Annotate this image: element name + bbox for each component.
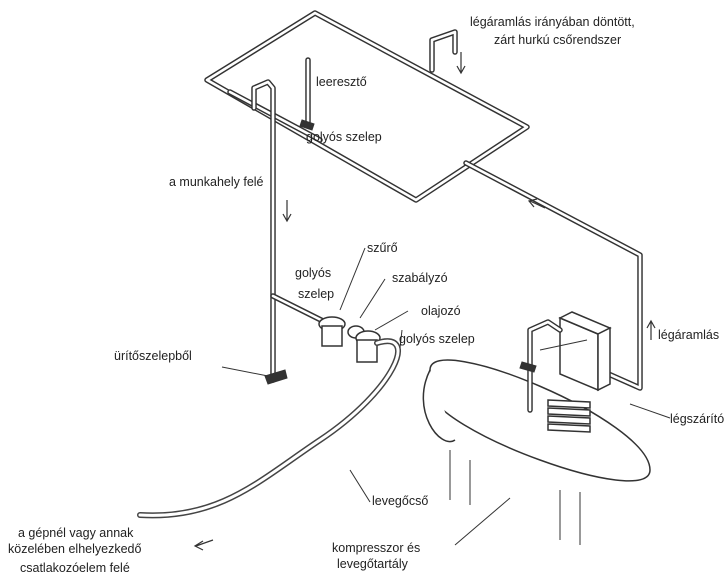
label-hose: levegőcső — [372, 494, 428, 508]
label-ball-valve-mid-1: golyós — [295, 266, 331, 280]
flow-arrow-icon — [456, 52, 466, 75]
label-system-2: zárt hurkú csőrendszer — [494, 33, 621, 47]
drain-valve-icon — [264, 369, 288, 385]
label-airflow: légáramlás — [658, 328, 719, 342]
ball-valve-right-icon — [519, 361, 537, 373]
label-regulator: szabályzó — [392, 271, 448, 285]
label-machine-3: csatlakozóelem felé — [20, 561, 130, 575]
label-drain-valve: ürítőszelepből — [114, 349, 192, 363]
label-ball-valve-right: golyós szelep — [399, 332, 475, 346]
label-dryer: légszárító — [670, 412, 724, 426]
compressor-fins-icon — [547, 399, 591, 433]
label-tank-2: levegőtartály — [337, 557, 409, 571]
tank-body — [429, 359, 651, 482]
compressor-tank — [422, 311, 651, 545]
frl-branch — [270, 293, 381, 363]
hose-arrow-icon — [193, 539, 214, 551]
leader-lines — [221, 247, 671, 546]
label-machine-1: a gépnél vagy annak — [18, 526, 134, 540]
labels: légáramlás irányában döntött, zárt hurkú… — [8, 15, 724, 575]
label-lubricator: olajozó — [421, 304, 461, 318]
label-drain: leeresztő — [316, 75, 367, 89]
up-arrow-icon — [646, 319, 656, 340]
down-arrow-icon — [282, 200, 292, 223]
top-riser — [429, 29, 466, 75]
flow-arrow-left-icon — [527, 198, 546, 209]
label-system-1: légáramlás irányában döntött, — [470, 15, 635, 29]
label-filter: szűrő — [367, 241, 398, 255]
label-machine-2: közelében elhelyezkedő — [8, 542, 141, 556]
label-to-workplace: a munkahely felé — [169, 175, 264, 189]
drain-leg — [299, 57, 315, 131]
workplace-drop — [251, 79, 292, 385]
ball-valve-top-icon — [299, 119, 315, 131]
air-hose — [137, 338, 401, 551]
label-ball-valve-top: golyós szelep — [306, 130, 382, 144]
label-tank-1: kompresszor és — [332, 541, 420, 555]
right-supply-pipe — [463, 160, 656, 391]
label-ball-valve-mid-2: szelep — [298, 287, 334, 301]
